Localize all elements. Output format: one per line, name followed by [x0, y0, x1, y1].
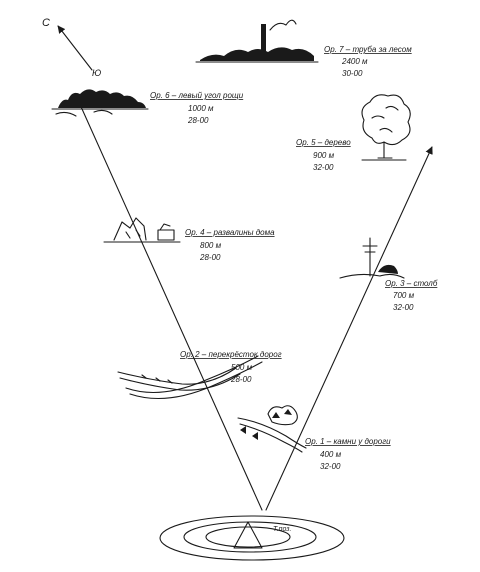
landmark-7-title: Ор. 7 – труба за лесом	[324, 45, 412, 54]
landmark-4: Ор. 4 – развалины дома 800 м 28-00	[104, 218, 275, 262]
direction-lines	[78, 100, 432, 510]
observation-point: Т.поз.	[160, 516, 344, 560]
landmark-5: Ор. 5 – дерево 900 м 32-00	[296, 95, 410, 172]
landmark-6: Ор. 6 – левый угол рощи 1000 м 28-00	[52, 89, 244, 125]
compass: С Ю	[42, 17, 101, 78]
landmark-5-title: Ор. 5 – дерево	[296, 138, 351, 147]
landmark-7-distance: 2400 м	[341, 57, 368, 66]
landmark-2-azimuth: 28-00	[230, 375, 252, 384]
landmark-1-title: Ор. 1 – камни у дороги	[305, 437, 391, 446]
landmark-4-distance: 800 м	[200, 241, 222, 250]
direction-line-right	[266, 147, 432, 510]
landmark-6-azimuth: 28-00	[187, 116, 209, 125]
landmark-1-azimuth: 32-00	[320, 462, 341, 471]
landmark-2: Ор. 2 – перекрёсток дорог 500 м 28-00	[118, 350, 282, 399]
landmark-4-azimuth: 28-00	[199, 253, 221, 262]
landmark-6-title: Ор. 6 – левый угол рощи	[150, 91, 244, 100]
landmark-4-title: Ор. 4 – развалины дома	[185, 228, 275, 237]
landmark-1-distance: 400 м	[320, 450, 342, 459]
landmark-5-distance: 900 м	[313, 151, 335, 160]
pole-icon	[340, 238, 404, 278]
tree-icon	[362, 95, 410, 160]
compass-north-label: С	[42, 17, 50, 29]
landmark-7: Ор. 7 – труба за лесом 2400 м 30-00	[196, 20, 412, 78]
landmark-2-title: Ор. 2 – перекрёсток дорог	[180, 350, 282, 359]
landmark-3: Ор. 3 – столб 700 м 32-00	[340, 238, 438, 312]
landmark-5-azimuth: 32-00	[313, 163, 334, 172]
landmark-3-distance: 700 м	[393, 291, 415, 300]
landmark-2-distance: 500 м	[231, 363, 253, 372]
landmark-7-azimuth: 30-00	[342, 69, 363, 78]
landmark-3-title: Ор. 3 – столб	[385, 279, 438, 288]
compass-south-label: Ю	[92, 68, 101, 78]
landmark-6-distance: 1000 м	[188, 104, 214, 113]
landmark-3-azimuth: 32-00	[393, 303, 414, 312]
grove-icon	[52, 89, 148, 116]
compass-arrow	[58, 26, 92, 70]
landmark-1: Ор. 1 – камни у дороги 400 м 32-00	[238, 406, 391, 471]
chimney-forest-icon	[196, 20, 318, 62]
smoke	[270, 20, 296, 30]
ruins-icon	[104, 218, 180, 242]
position-label: Т.поз.	[273, 526, 292, 533]
position-triangle-icon	[234, 522, 262, 548]
direction-line-left	[78, 100, 262, 510]
